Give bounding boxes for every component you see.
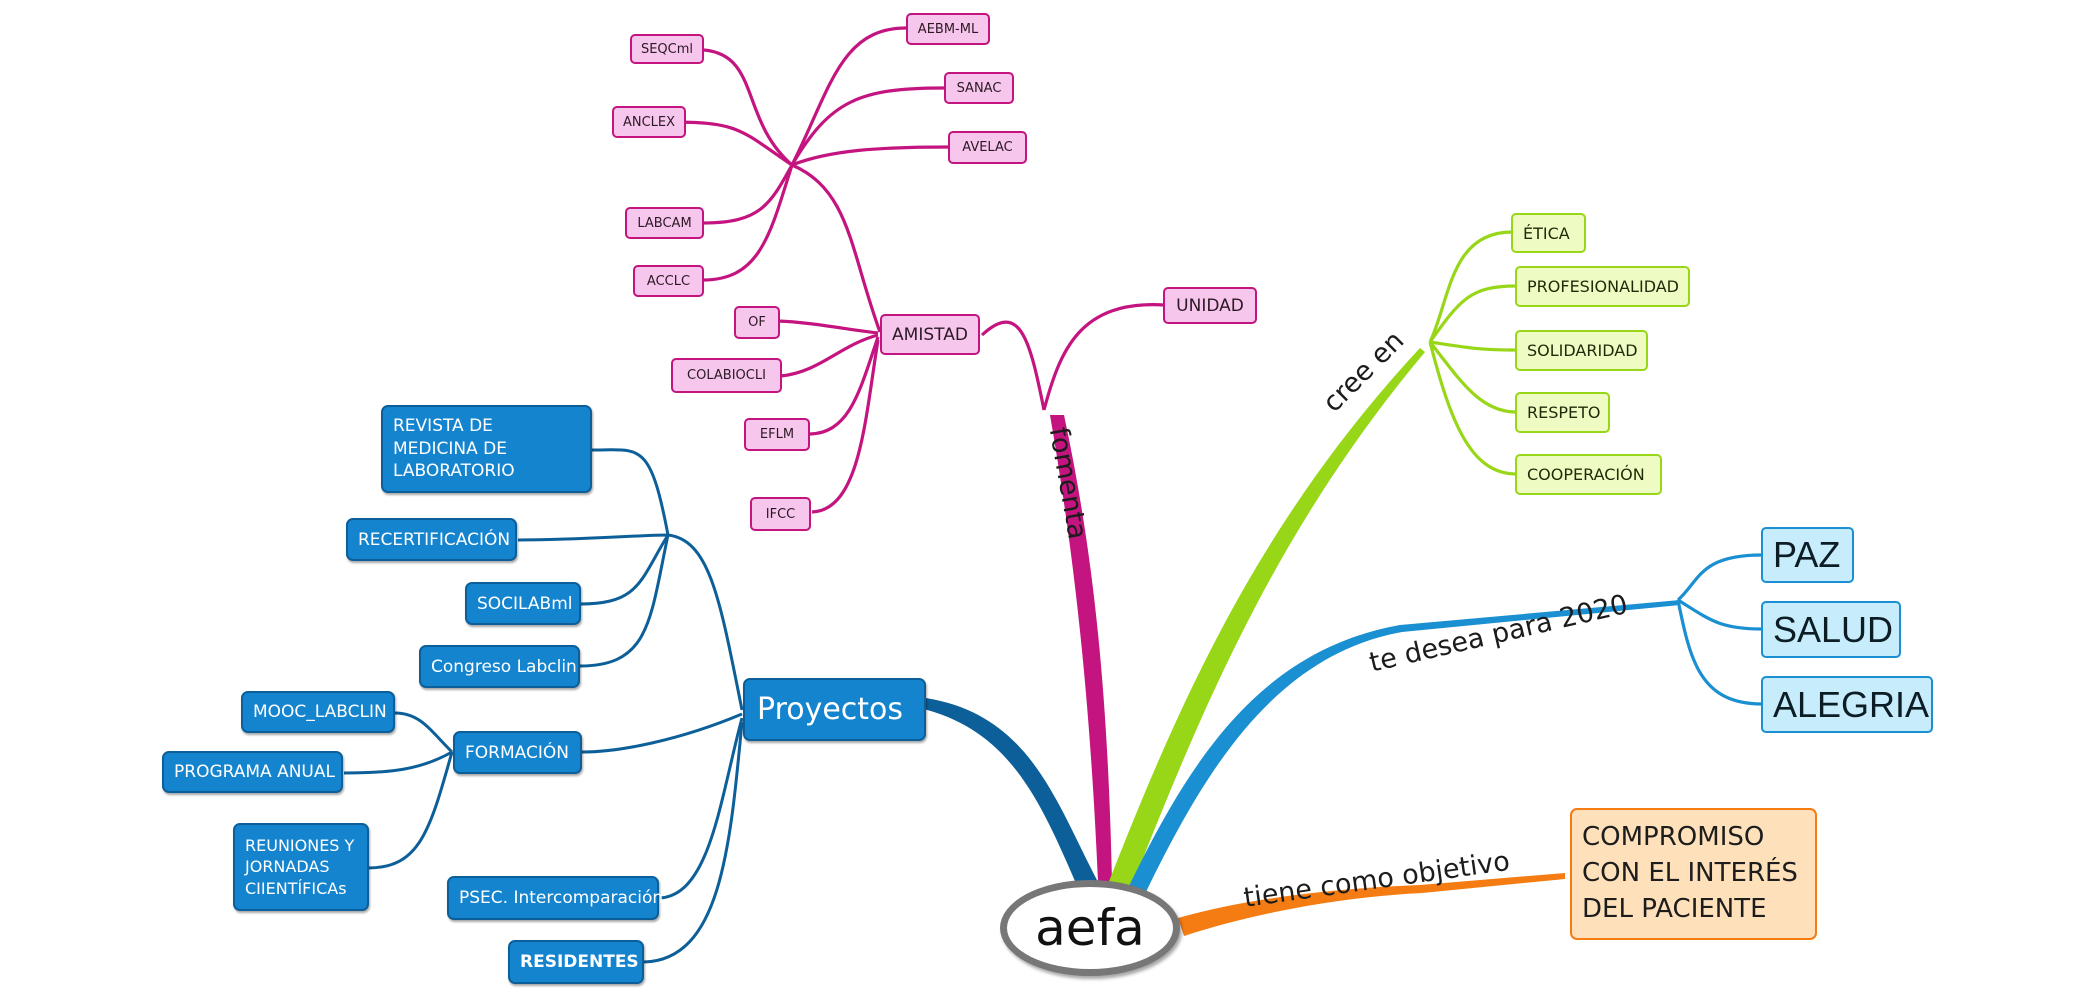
node-label: ACCLC	[646, 273, 691, 289]
node-label: SOLIDARIDAD	[1527, 341, 1638, 360]
node-recertificacion[interactable]: RECERTIFICACIÓN	[346, 518, 517, 561]
node-unidad[interactable]: UNIDAD	[1163, 287, 1257, 324]
node-aebm-ml[interactable]: AEBM-ML	[906, 13, 990, 45]
node-label: SALUD	[1773, 608, 1894, 650]
node-label: IFCC	[765, 506, 796, 522]
node-of[interactable]: OF	[734, 306, 780, 339]
node-label: PROGRAMA ANUAL	[174, 762, 335, 782]
node-label: COOPERACIÓN	[1527, 465, 1645, 484]
node-revista[interactable]: REVISTA DE MEDICINA DE LABORATORIO	[381, 405, 592, 493]
node-label: COMPROMISO CON EL INTERÉS DEL PACIENTE	[1582, 822, 1798, 924]
node-label: COLABIOCLI	[687, 368, 766, 383]
deseos-connectors	[1676, 553, 1763, 706]
node-label: PAZ	[1773, 534, 1841, 575]
central-label: aefa	[1035, 899, 1145, 957]
node-eflm[interactable]: EFLM	[744, 418, 810, 451]
node-residentes[interactable]: RESIDENTES	[508, 940, 644, 984]
proyectos-connectors	[343, 448, 744, 964]
node-mooc-labclin[interactable]: MOOC_LABCLIN	[241, 691, 395, 733]
node-label: FORMACIÓN	[465, 742, 569, 763]
node-label: UNIDAD	[1176, 295, 1244, 316]
node-ifcc[interactable]: IFCC	[750, 497, 811, 531]
node-salud[interactable]: SALUD	[1761, 601, 1901, 658]
node-label: EFLM	[759, 427, 795, 442]
node-profesionalidad[interactable]: PROFESIONALIDAD	[1515, 266, 1690, 307]
node-label: Congreso Labclin	[431, 656, 577, 677]
valores-connectors	[1428, 230, 1517, 476]
node-formacion[interactable]: FORMACIÓN	[453, 731, 582, 774]
node-label: ALEGRIA	[1773, 683, 1930, 725]
node-reuniones[interactable]: REUNIONES Y JORNADAS CIIENTÍFICAs	[233, 823, 369, 911]
node-colabiocli[interactable]: COLABIOCLI	[671, 358, 782, 393]
node-label: Proyectos	[757, 692, 904, 727]
node-acclc[interactable]: ACCLC	[633, 265, 704, 297]
node-label: SEQCml	[640, 41, 694, 57]
node-amistad[interactable]: AMISTAD	[880, 314, 980, 355]
node-label: SOCILABml	[477, 593, 573, 614]
node-label: AVELAC	[962, 140, 1013, 155]
node-labcam[interactable]: LABCAM	[625, 207, 704, 239]
node-label: PSEC. Intercomparación	[459, 888, 664, 908]
node-label: MOOC_LABCLIN	[253, 702, 387, 722]
node-paz[interactable]: PAZ	[1761, 527, 1854, 583]
node-etica[interactable]: ÉTICA	[1511, 213, 1586, 253]
branch-fomenta	[1050, 415, 1112, 882]
node-respeto[interactable]: RESPETO	[1515, 392, 1610, 433]
branch-proyectos	[920, 698, 1098, 888]
node-label: REVISTA DE MEDICINA DE LABORATORIO	[393, 415, 515, 482]
node-label: PROFESIONALIDAD	[1527, 277, 1679, 296]
node-psec[interactable]: PSEC. Intercomparación	[447, 876, 663, 920]
node-compromiso[interactable]: COMPROMISO CON EL INTERÉS DEL PACIENTE	[1570, 808, 1817, 940]
node-label: OF	[748, 315, 766, 330]
node-socilabml[interactable]: SOCILABml	[465, 582, 581, 625]
node-label: SANAC	[956, 80, 1002, 96]
node-seqcml[interactable]: SEQCml	[630, 34, 704, 64]
node-label: AEBM-ML	[917, 21, 979, 37]
node-solidaridad[interactable]: SOLIDARIDAD	[1515, 330, 1648, 371]
node-programa-anual[interactable]: PROGRAMA ANUAL	[162, 751, 343, 793]
node-alegria[interactable]: ALEGRIA	[1761, 676, 1933, 733]
node-avelac[interactable]: AVELAC	[948, 131, 1027, 164]
node-label: AMISTAD	[892, 324, 968, 345]
node-label: RECERTIFICACIÓN	[358, 529, 511, 550]
node-label: LABCAM	[637, 215, 692, 231]
branch-tiene	[1178, 873, 1565, 936]
branch-cree-en	[1108, 348, 1425, 886]
node-sanac[interactable]: SANAC	[944, 72, 1014, 104]
node-label: RESPETO	[1527, 403, 1601, 422]
node-label: ÉTICA	[1523, 223, 1570, 243]
node-congreso-labclin[interactable]: Congreso Labclin	[419, 645, 580, 688]
central-node-aefa[interactable]: aefa	[1000, 880, 1180, 976]
amistad-connectors	[669, 26, 1165, 514]
node-cooperacion[interactable]: COOPERACIÓN	[1515, 454, 1662, 495]
node-label: REUNIONES Y JORNADAS CIIENTÍFICAs	[245, 835, 355, 898]
node-proyectos[interactable]: Proyectos	[743, 678, 926, 741]
node-label: ANCLEX	[622, 114, 676, 130]
node-anclex[interactable]: ANCLEX	[612, 106, 686, 138]
node-label: RESIDENTES	[520, 952, 639, 972]
